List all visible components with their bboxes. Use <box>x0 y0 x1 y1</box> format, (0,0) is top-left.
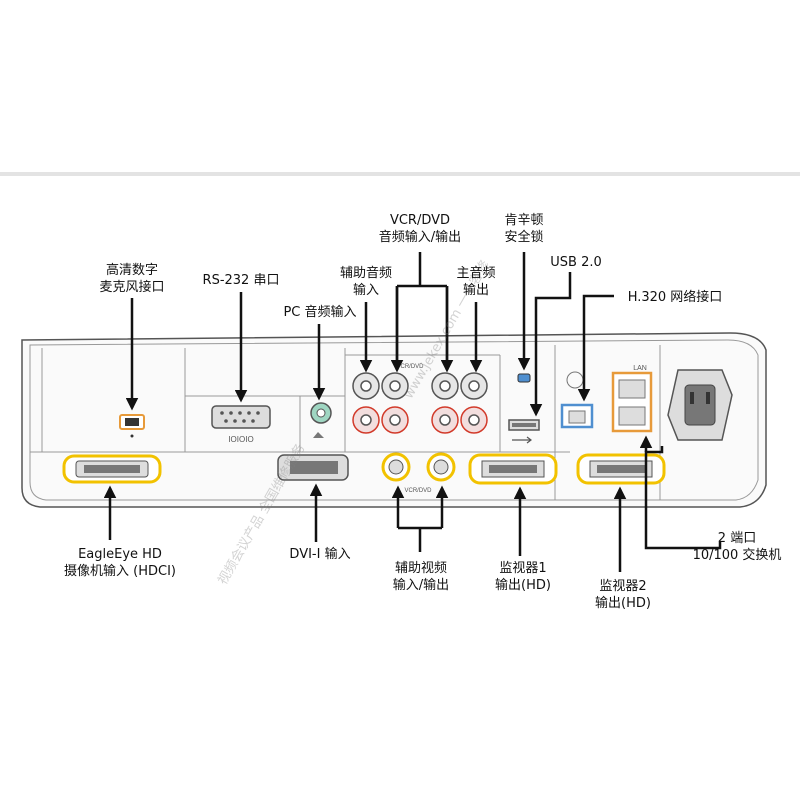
aux-video-bracket <box>398 526 442 552</box>
label-usb: USB 2.0 <box>550 255 602 270</box>
monitor2-port <box>576 453 666 485</box>
rs232-marking: IOIOIO <box>228 435 253 444</box>
label-h320: H.320 网络接口 <box>627 290 723 305</box>
rs232-port <box>211 405 271 429</box>
mic-port <box>119 414 145 438</box>
switch-bracket <box>644 446 722 550</box>
dvi-input-port <box>277 454 349 481</box>
vcr-bracket <box>395 252 449 370</box>
vcr-marking: VCR/DVD <box>396 364 424 370</box>
label-main-audio: 主音频输出 <box>456 266 496 298</box>
usb-port <box>508 419 540 444</box>
label-dvi-in: DVI-I 输入 <box>289 547 351 562</box>
label-aux-audio: 辅助音频输入 <box>339 266 392 298</box>
pc-audio-jack <box>310 402 332 438</box>
label-aux-video: 辅助视频输入/输出 <box>392 561 450 593</box>
monitor1-port <box>468 453 558 485</box>
lan-ports <box>611 371 653 433</box>
label-mic: 高清数字麦克风接口 <box>99 263 165 295</box>
leader-lines <box>103 252 722 572</box>
label-security-lock: 肯辛顿安全锁 <box>504 213 544 245</box>
label-pc-audio: PC 音频输入 <box>283 305 357 320</box>
usb-arrow <box>529 272 572 417</box>
lock-slot <box>517 373 531 383</box>
rca-audio-jacks <box>352 372 488 434</box>
power-inlet <box>667 369 733 441</box>
aux-video-ports <box>381 452 456 482</box>
aux-video-marking: VCR/DVD <box>404 488 432 494</box>
top-divider <box>0 172 800 176</box>
h320-arrow <box>577 294 614 402</box>
label-rs232: RS-232 串口 <box>202 273 280 288</box>
h320-port <box>560 371 594 429</box>
camera-port <box>62 454 162 484</box>
lan-marking: LAN <box>633 365 647 372</box>
